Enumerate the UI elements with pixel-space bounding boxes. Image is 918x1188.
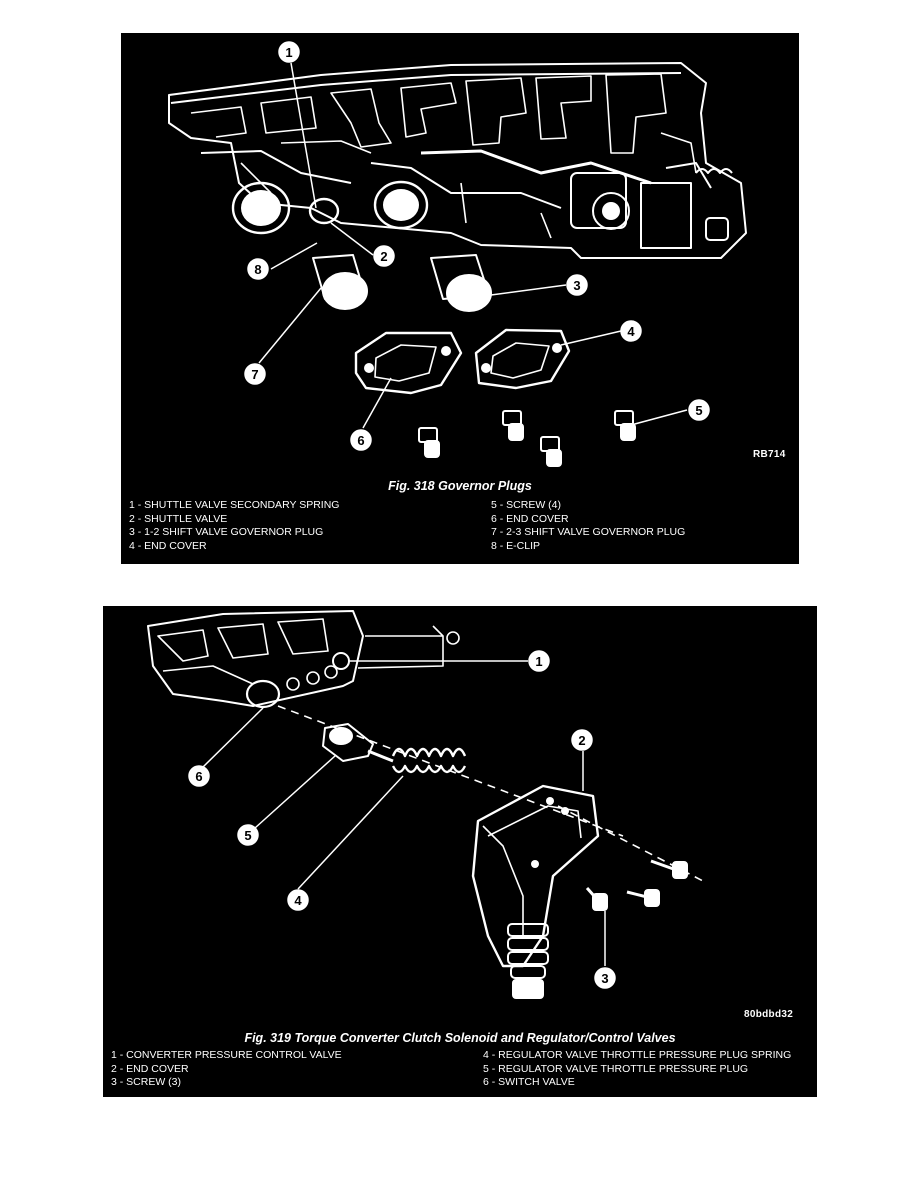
legend-item: 5 - REGULATOR VALVE THROTTLE PRESSURE PL… (483, 1062, 749, 1075)
callout-5: 5 (695, 403, 702, 418)
legend-item: 2 - SHUTTLE VALVE (129, 512, 228, 525)
legend-item: 6 - SWITCH VALVE (483, 1076, 575, 1089)
legend-item: 8 - E-CLIP (491, 539, 541, 552)
legend-item: 1 - CONVERTER PRESSURE CONTROL VALVE (111, 1049, 342, 1061)
legend-item: 7 - 2-3 SHIFT VALVE GOVERNOR PLUG (491, 526, 686, 539)
figure-code: RB714 (753, 449, 786, 460)
legend-right: 5 - SCREW (4) 6 - END COVER 7 - 2-3 SHIF… (491, 499, 685, 553)
legend-item: 6 - END COVER (491, 512, 569, 525)
governor-plugs-illustration: 1 2 3 4 5 6 7 8 (168, 41, 747, 467)
legend-item: 3 - SCREW (3) (111, 1076, 182, 1089)
legend-item: 4 - REGULATOR VALVE THROTTLE PRESSURE PL… (483, 1049, 792, 1061)
legend-left: 1 - SHUTTLE VALVE SECONDARY SPRING 2 - S… (129, 499, 339, 553)
callout-8: 8 (254, 262, 261, 277)
legend-left: 1 - CONVERTER PRESSURE CONTROL VALVE 2 -… (111, 1049, 342, 1090)
callout-5: 5 (244, 828, 251, 843)
legend-item: 1 - SHUTTLE VALVE SECONDARY SPRING (129, 499, 340, 511)
callout-1: 1 (535, 654, 542, 669)
legend-item: 2 - END COVER (111, 1062, 189, 1075)
legend-item: 4 - END COVER (129, 539, 207, 552)
callout-3: 3 (573, 278, 580, 293)
callout-4: 4 (294, 893, 302, 908)
callout-6: 6 (195, 769, 202, 784)
callout-3: 3 (601, 971, 608, 986)
figure-code: 80bdbd32 (744, 1009, 794, 1020)
legend-right: 4 - REGULATOR VALVE THROTTLE PRESSURE PL… (483, 1049, 791, 1090)
legend-item: 5 - SCREW (4) (491, 499, 562, 511)
callout-2: 2 (578, 733, 585, 748)
figure-torque-converter: 1 2 3 4 5 6 80bdbd32 Fig. 319 Torque Con… (103, 606, 817, 1097)
callout-7: 7 (251, 367, 258, 382)
callout-4: 4 (627, 324, 635, 339)
figure-governor-plugs: 1 2 3 4 5 6 7 8 RB714 Fig. 318 Governor … (121, 33, 799, 564)
figure-caption: Fig. 318 Governor Plugs (388, 479, 532, 493)
figure-caption: Fig. 319 Torque Converter Clutch Solenoi… (244, 1031, 676, 1045)
torque-converter-illustration: 1 2 3 4 5 6 (147, 610, 704, 999)
legend-item: 3 - 1-2 SHIFT VALVE GOVERNOR PLUG (129, 526, 324, 539)
callout-6: 6 (357, 433, 364, 448)
callout-1: 1 (285, 45, 292, 60)
callout-2: 2 (380, 249, 387, 264)
